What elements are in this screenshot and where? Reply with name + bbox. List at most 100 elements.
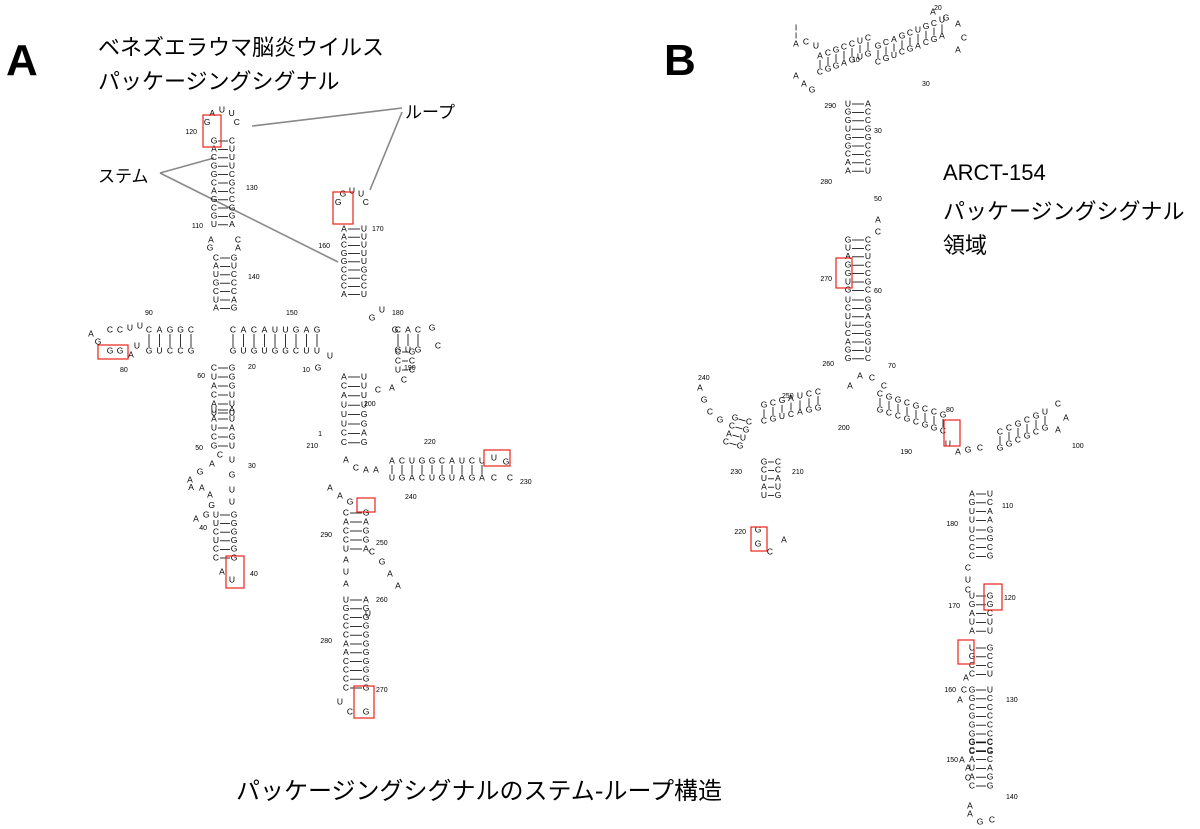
nucleotide: U <box>389 472 395 482</box>
nucleotide: C <box>761 415 767 425</box>
figure-caption: パッケージングシグナルのステム-ループ構造 <box>236 777 723 805</box>
nucleotide: A <box>343 638 349 648</box>
nucleotide: G <box>969 651 976 661</box>
nucleotide: G <box>779 395 786 405</box>
nucleotide: G <box>229 469 236 479</box>
nucleotide: U <box>229 413 235 423</box>
nucleotide: A <box>363 464 369 474</box>
nucleotide: G <box>503 456 510 466</box>
position-label: 170 <box>372 226 384 233</box>
nucleotide: C <box>341 272 347 282</box>
nucleotide: U <box>229 440 235 450</box>
nucleotide: U <box>915 24 921 34</box>
position-label: 290 <box>320 532 332 539</box>
nucleotide: A <box>363 594 369 604</box>
nucleotide: C <box>341 428 347 438</box>
nucleotide: C <box>869 372 875 382</box>
nucleotide: C <box>886 407 892 417</box>
nucleotide: G <box>293 324 300 334</box>
nucleotide: G <box>969 497 976 507</box>
nucleotide: G <box>845 132 852 142</box>
nucleotide: A <box>211 398 217 408</box>
nucleotide: C <box>761 465 767 475</box>
nucleotide: A <box>341 390 347 400</box>
position-label: 260 <box>822 361 834 368</box>
nucleotide: C <box>965 584 971 594</box>
nucleotide: G <box>469 472 476 482</box>
position-label: 170 <box>948 603 960 610</box>
nucleotide: A <box>211 144 217 154</box>
nucleotide: G <box>272 345 279 355</box>
nucleotide: C <box>881 380 887 390</box>
nucleotide: G <box>987 771 994 781</box>
nucleotide: A <box>343 647 349 657</box>
nucleotide: G <box>231 535 238 545</box>
nucleotide: C <box>961 684 967 694</box>
nucleotide: C <box>865 268 871 278</box>
position-label: 240 <box>405 494 417 501</box>
position-label: 130 <box>1006 697 1018 704</box>
nucleotide: G <box>211 211 218 221</box>
nucleotide: G <box>229 362 236 372</box>
nucleotide: G <box>877 404 884 414</box>
nucleotide: G <box>229 431 236 441</box>
nucleotide: G <box>845 345 852 355</box>
highlight-box <box>835 257 853 289</box>
nucleotide: C <box>707 406 713 416</box>
nucleotide: C <box>213 544 219 554</box>
nucleotide: A <box>930 6 936 16</box>
nucleotide: C <box>363 197 369 207</box>
position-label: 60 <box>874 288 882 295</box>
nucleotide: C <box>1024 414 1030 424</box>
position-label: 80 <box>946 407 954 414</box>
nucleotide: C <box>234 117 240 127</box>
nucleotide: C <box>251 324 257 334</box>
nucleotide: U <box>845 294 851 304</box>
nucleotide: C <box>969 669 975 679</box>
position-label: 240 <box>698 375 710 382</box>
nucleotide: G <box>931 422 938 432</box>
nucleotide: U <box>127 322 133 332</box>
nucleotide: C <box>1033 426 1039 436</box>
nucleotide: A <box>965 762 971 772</box>
nucleotide: C <box>231 286 237 296</box>
nucleotide: U <box>449 472 455 482</box>
nucleotide: G <box>770 413 777 423</box>
nucleotide: A <box>373 464 379 474</box>
nucleotide: G <box>231 303 238 313</box>
nucleotide: C <box>1006 422 1012 432</box>
nucleotide: G <box>969 599 976 609</box>
nucleotide: A <box>1055 424 1061 434</box>
nucleotide: A <box>327 482 333 492</box>
nucleotide: U <box>229 484 235 494</box>
nucleotide: A <box>697 382 703 392</box>
nucleotide: G <box>363 525 370 535</box>
nucleotide: C <box>877 388 883 398</box>
nucleotide: A <box>459 472 465 482</box>
nucleotide: G <box>755 524 762 534</box>
position-label: 80 <box>120 367 128 374</box>
nucleotide: G <box>204 117 211 127</box>
nucleotide: G <box>392 324 399 334</box>
nucleotide: U <box>361 256 367 266</box>
nucleotide: C <box>293 345 299 355</box>
nucleotide: A <box>955 446 961 456</box>
nucleotide: C <box>401 374 407 384</box>
nucleotide: C <box>987 719 993 729</box>
nucleotide: G <box>363 673 370 683</box>
nucleotide: U <box>361 390 367 400</box>
nucleotide: A <box>775 473 781 483</box>
nucleotide: C <box>865 157 871 167</box>
nucleotide: G <box>197 466 204 476</box>
nucleotide: A <box>211 186 217 196</box>
nucleotide: C <box>806 388 812 398</box>
highlight-box <box>957 639 975 665</box>
nucleotide: A <box>207 490 213 500</box>
nucleotide: C <box>969 702 975 712</box>
nucleotide: A <box>845 157 851 167</box>
nucleotide: A <box>797 407 803 417</box>
nucleotide: A <box>213 303 219 313</box>
nucleotide: C <box>987 651 993 661</box>
